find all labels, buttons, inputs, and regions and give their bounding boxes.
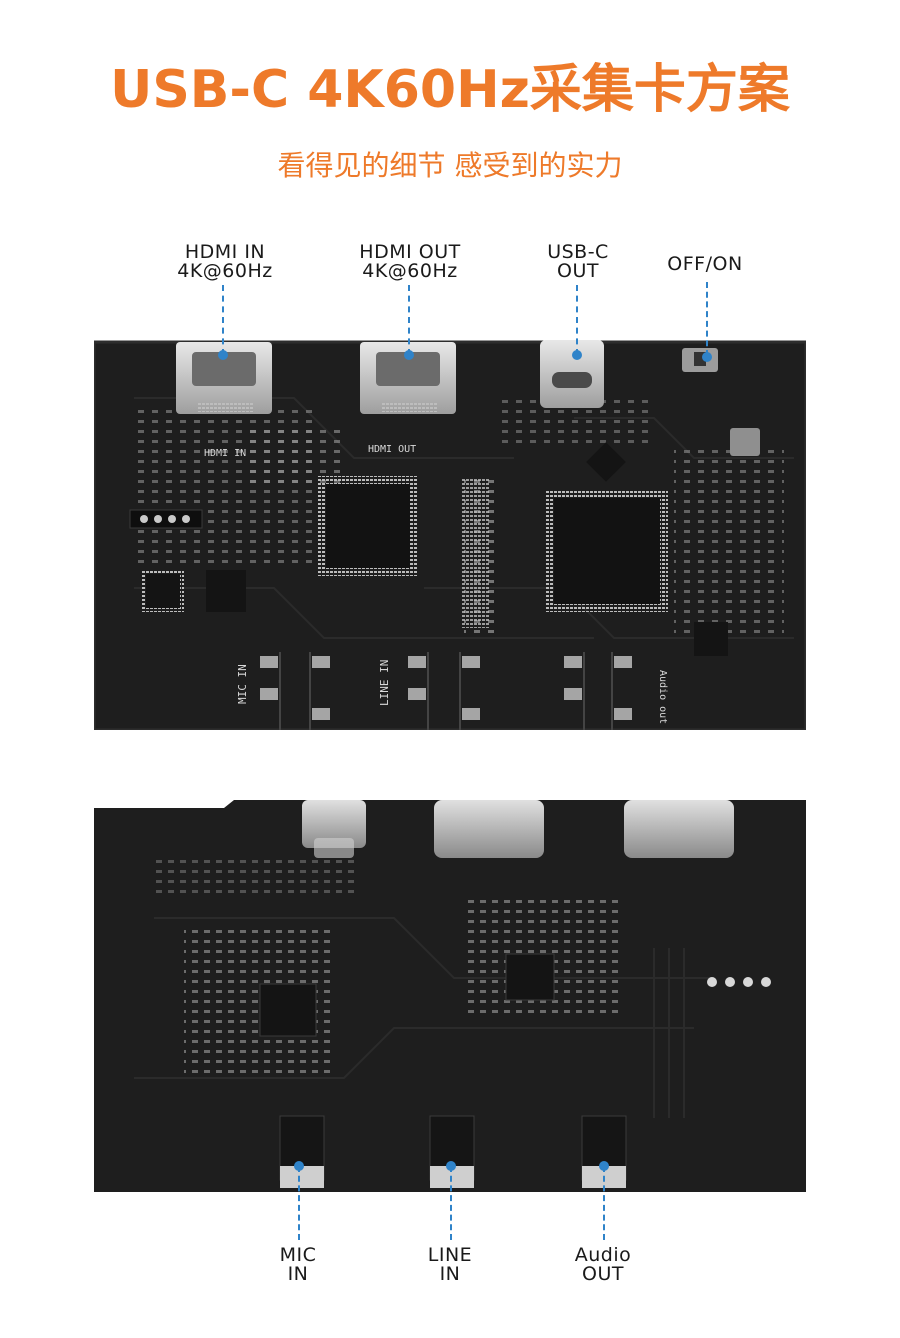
silk-line-in: LINE IN bbox=[378, 660, 391, 706]
silk-hdmi-in: HDMI IN bbox=[204, 448, 246, 459]
leader-audio-out bbox=[603, 1166, 605, 1240]
leader-usb-c bbox=[576, 285, 578, 355]
marker-switch bbox=[702, 352, 712, 362]
callout-power-switch: OFF/ON bbox=[667, 253, 743, 275]
bottom-board-photo bbox=[94, 798, 806, 1192]
silk-hdmi-out: HDMI OUT bbox=[368, 444, 416, 455]
silk-mic-in: MIC IN bbox=[236, 664, 249, 704]
marker-hdmi-in bbox=[218, 350, 228, 360]
leader-line-in bbox=[450, 1166, 452, 1240]
marker-hdmi-out bbox=[404, 350, 414, 360]
leader-hdmi-in bbox=[222, 285, 224, 355]
page-title: USB-C 4K60Hz采集卡方案 bbox=[110, 60, 790, 120]
leader-hdmi-out bbox=[408, 285, 410, 355]
marker-usb-c bbox=[572, 350, 582, 360]
leader-mic-in bbox=[298, 1166, 300, 1240]
page-subtitle: 看得见的细节 感受到的实力 bbox=[277, 149, 623, 182]
silk-audio-out: Audio out bbox=[657, 670, 668, 724]
top-board-photo: HDMI IN HDMI OUT MIC IN LINE IN Audio ou… bbox=[94, 338, 806, 730]
leader-switch bbox=[706, 282, 708, 356]
